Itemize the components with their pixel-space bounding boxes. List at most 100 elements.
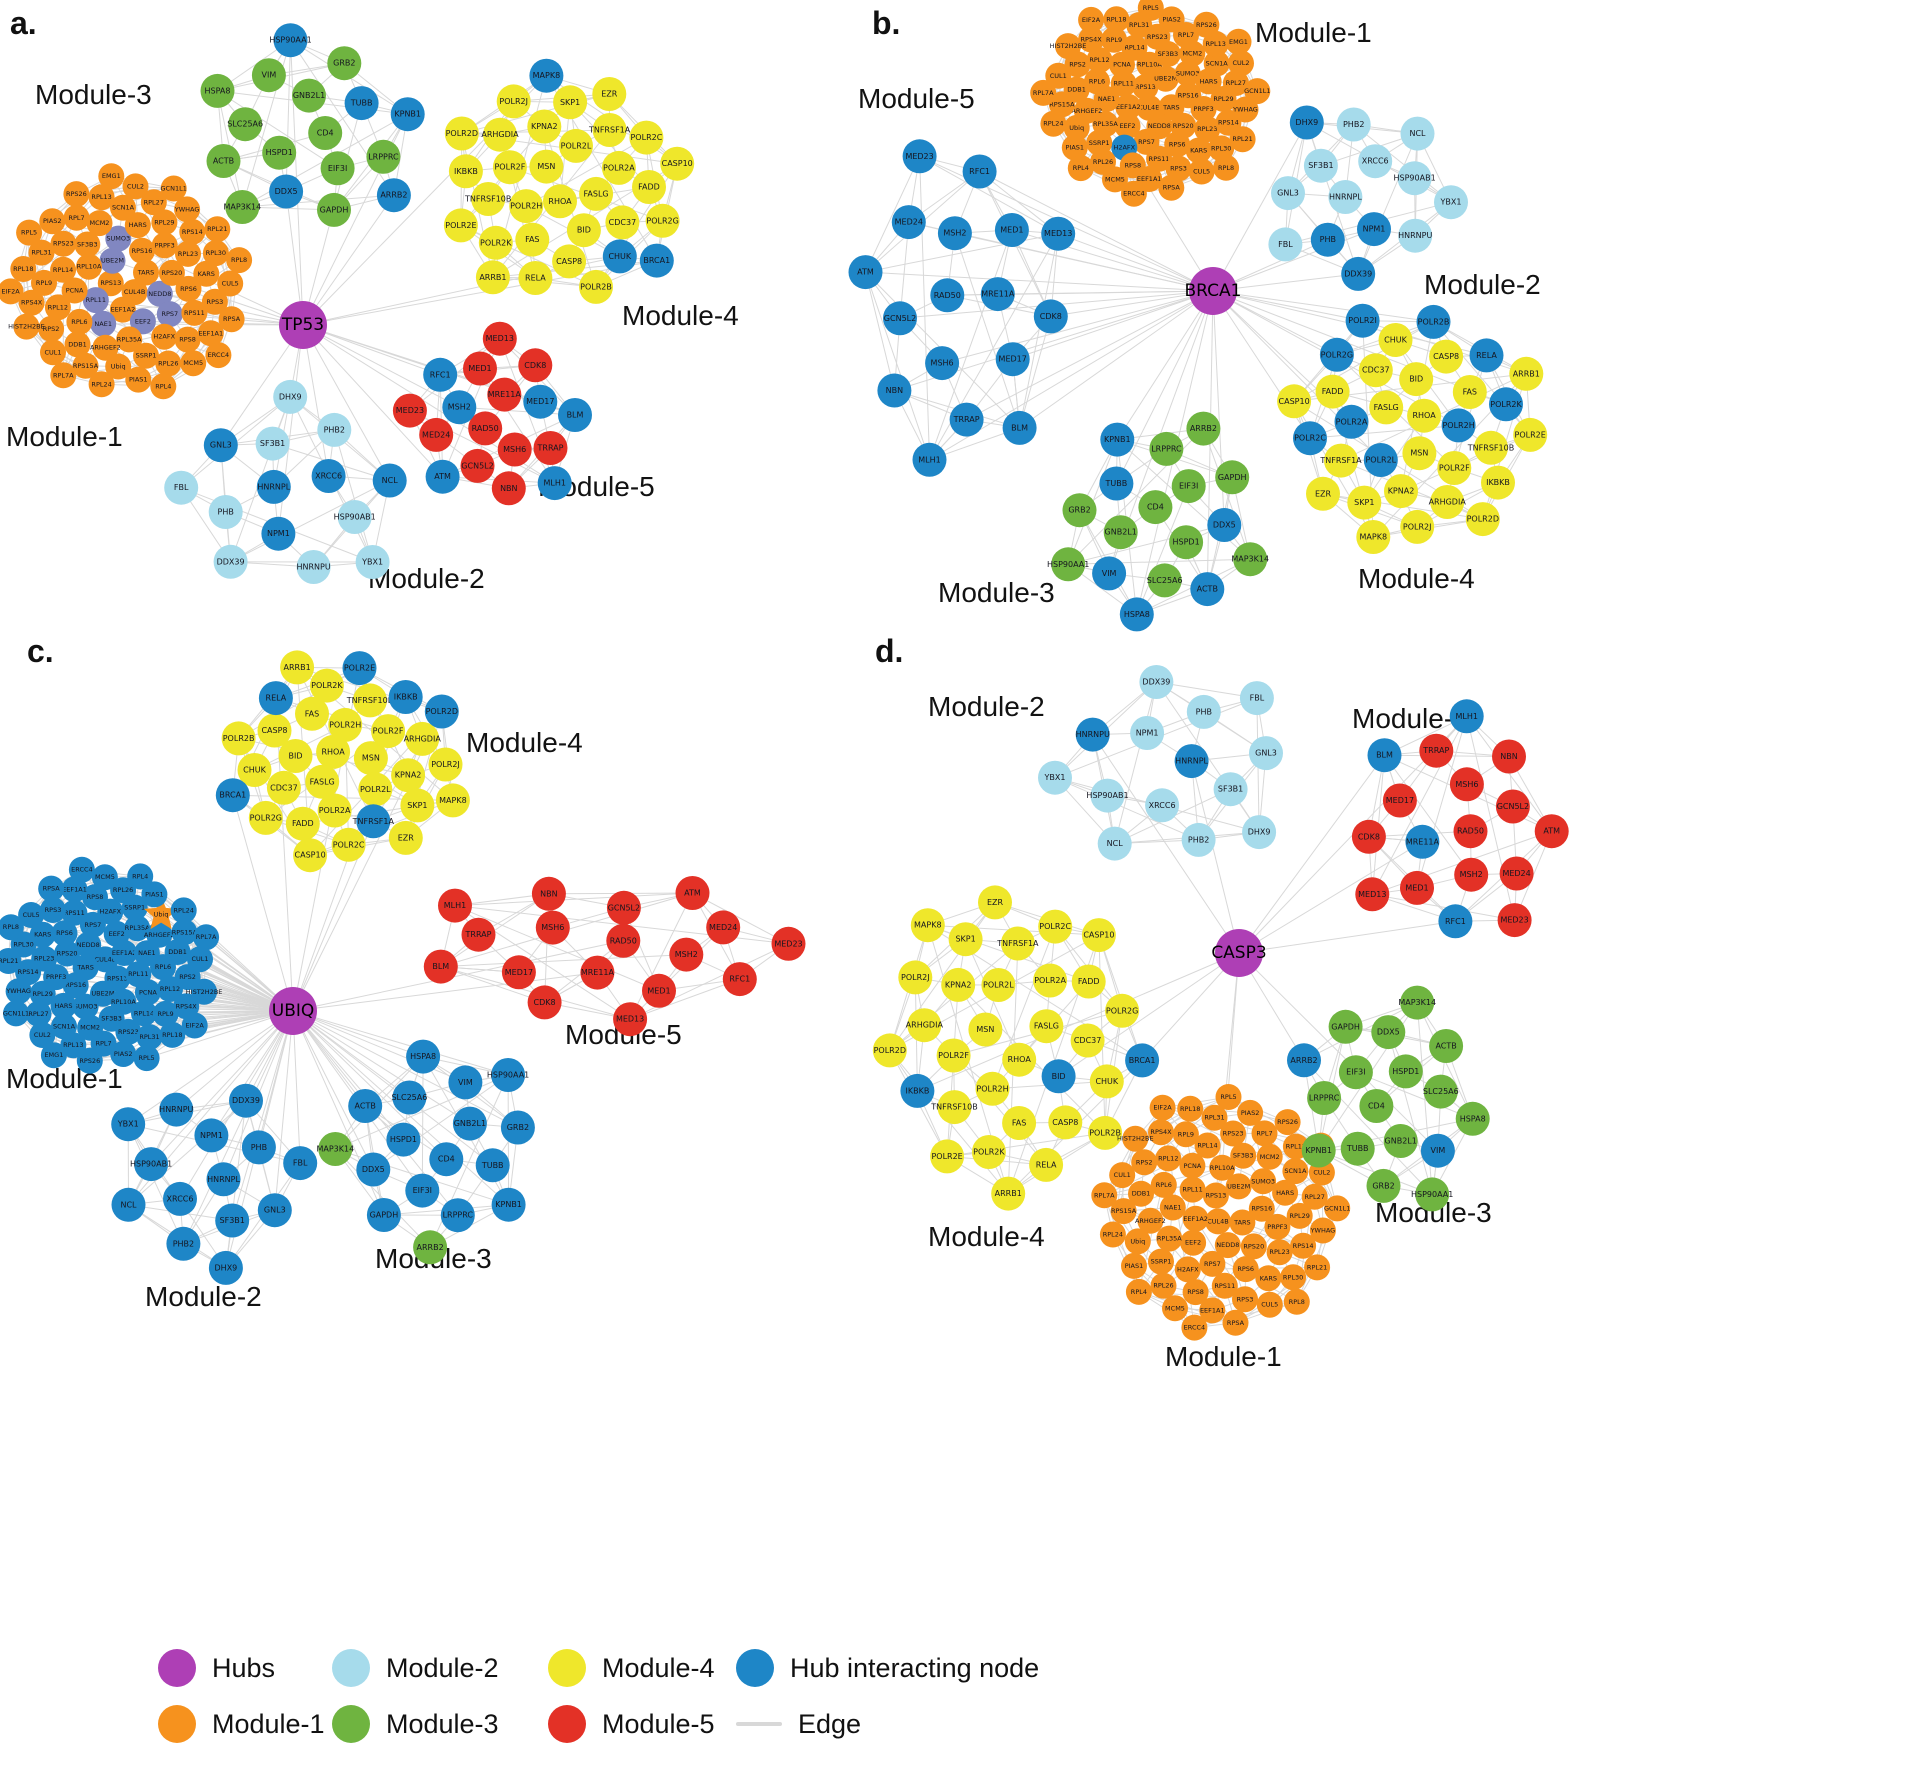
node-a-RPS8: RPS8 — [174, 326, 201, 353]
svg-text:KARS: KARS — [1260, 1274, 1277, 1282]
svg-text:RPS20: RPS20 — [1173, 122, 1194, 130]
node-b-CDC37: CDC37 — [1358, 353, 1393, 388]
node-a-SKP1: SKP1 — [553, 85, 588, 120]
svg-text:TARS: TARS — [1162, 103, 1180, 111]
node-c-PCNA: PCNA — [134, 979, 161, 1006]
node-d-MSN: MSN — [968, 1012, 1003, 1047]
node-c-GRB2: GRB2 — [500, 1110, 535, 1145]
node-c-MED23: MED23 — [771, 926, 806, 961]
svg-text:RPS2: RPS2 — [43, 325, 60, 333]
svg-text:ARHGDIA: ARHGDIA — [481, 130, 519, 139]
svg-text:RPS2: RPS2 — [1136, 1158, 1153, 1166]
svg-text:LRPPRC: LRPPRC — [1151, 444, 1182, 453]
svg-text:SKP1: SKP1 — [560, 98, 580, 107]
node-b-RPS13: RPS13 — [1132, 74, 1159, 101]
node-d-RPL10A: RPL10A — [1209, 1154, 1236, 1181]
node-c-GCN1L1: GCN1L1 — [3, 1000, 29, 1027]
svg-text:FADD: FADD — [1078, 977, 1100, 986]
node-b-MED13: MED13 — [1041, 216, 1076, 251]
svg-text:RPL30: RPL30 — [13, 941, 33, 949]
svg-text:IKBKB: IKBKB — [1486, 478, 1510, 487]
svg-text:SCN1A: SCN1A — [53, 1022, 76, 1030]
node-c-RHOA: RHOA — [316, 734, 351, 769]
node-c-MCM5: MCM5 — [91, 864, 118, 891]
svg-text:RPL35A: RPL35A — [1093, 120, 1118, 128]
svg-text:FAS: FAS — [1012, 1119, 1026, 1128]
node-c-KPNB1: KPNB1 — [491, 1187, 526, 1222]
node-c-HNRNPU: HNRNPU — [159, 1092, 194, 1127]
svg-text:ARHGDIA: ARHGDIA — [1429, 498, 1467, 507]
svg-text:RPL27: RPL27 — [1226, 79, 1246, 87]
svg-text:RPL8: RPL8 — [1289, 1298, 1305, 1306]
svg-text:POLR2D: POLR2D — [874, 1046, 906, 1055]
node-d-YBX1: YBX1 — [1038, 760, 1072, 795]
svg-text:TNFRSF1A: TNFRSF1A — [588, 126, 631, 135]
node-d-PHB2: PHB2 — [1181, 822, 1216, 857]
svg-text:CASP10: CASP10 — [1083, 931, 1114, 940]
svg-text:CHUK: CHUK — [243, 766, 266, 775]
node-a-POLR2F: POLR2F — [492, 150, 527, 185]
svg-text:RPL35A: RPL35A — [1157, 1235, 1182, 1243]
node-a-LRPPRC: LRPPRC — [366, 139, 401, 174]
node-a-RPS2: RPS2 — [38, 315, 65, 342]
node-d-BRCA1: BRCA1 — [1125, 1043, 1160, 1078]
svg-text:RPS26: RPS26 — [1196, 21, 1217, 29]
svg-text:MCM2: MCM2 — [90, 219, 110, 227]
node-a-MSH6: MSH6 — [497, 432, 532, 467]
svg-text:RPS15A: RPS15A — [1111, 1207, 1137, 1215]
svg-text:ARRB1: ARRB1 — [479, 273, 506, 282]
node-d-ACTB: ACTB — [1429, 1029, 1464, 1063]
node-a-HNRNPL: HNRNPL — [256, 469, 291, 504]
svg-text:HSPD1: HSPD1 — [390, 1135, 417, 1144]
node-d-RHOA: RHOA — [1002, 1042, 1037, 1077]
node-d-RPS16: RPS16 — [1248, 1195, 1275, 1222]
svg-text:RPL14: RPL14 — [1124, 44, 1144, 52]
node-a-EEF1A2: EEF1A2 — [109, 296, 136, 323]
svg-text:EZR: EZR — [601, 90, 618, 99]
node-b-ERCC4: ERCC4 — [1120, 180, 1147, 207]
svg-text:YWHAG: YWHAG — [174, 205, 200, 213]
svg-text:Ubiq: Ubiq — [1069, 124, 1084, 132]
node-a-HIST2H2BE: HIST2H2BE — [8, 313, 45, 340]
node-c-SKP1: SKP1 — [400, 788, 435, 823]
svg-text:H2AFX: H2AFX — [153, 333, 175, 341]
svg-text:FBL: FBL — [293, 1159, 308, 1168]
svg-text:EIF2A: EIF2A — [186, 1022, 205, 1030]
svg-text:RPL26: RPL26 — [158, 360, 178, 368]
svg-text:POLR2E: POLR2E — [445, 221, 476, 230]
node-a-RPS14: RPS14 — [179, 218, 206, 245]
node-c-RPS3: RPS3 — [40, 897, 66, 923]
svg-text:CDK8: CDK8 — [1358, 832, 1380, 841]
svg-text:TRRAP: TRRAP — [1422, 746, 1449, 755]
node-a-DHX9: DHX9 — [273, 379, 308, 414]
svg-text:HARS: HARS — [55, 1002, 73, 1010]
panel-letter-a: a. — [10, 5, 37, 41]
node-d-XRCC6: XRCC6 — [1145, 788, 1180, 823]
node-d-GCN5L2: GCN5L2 — [1495, 789, 1530, 824]
node-b-DDX5: DDX5 — [1207, 508, 1242, 542]
node-d-MRE11A: MRE11A — [1405, 824, 1440, 859]
node-d-TNFRSF10B: TNFRSF10B — [930, 1090, 978, 1125]
svg-text:PRPF3: PRPF3 — [155, 241, 175, 249]
svg-text:CUL1: CUL1 — [44, 348, 61, 356]
svg-text:GCN5L2: GCN5L2 — [1497, 802, 1529, 811]
node-c-RPL21: RPL21 — [0, 948, 22, 974]
node-b-CUL2: CUL2 — [1228, 50, 1254, 77]
hub-UBIQ: UBIQ — [269, 987, 317, 1035]
node-a-MCM5: MCM5 — [180, 350, 207, 377]
svg-text:PIAS2: PIAS2 — [1241, 1109, 1260, 1117]
svg-text:HARS: HARS — [1276, 1189, 1294, 1197]
svg-text:RPL24: RPL24 — [1103, 1231, 1123, 1239]
svg-text:CUL4B: CUL4B — [124, 288, 146, 296]
svg-text:YWHAG: YWHAG — [1232, 106, 1258, 114]
svg-text:RFC1: RFC1 — [969, 167, 990, 176]
node-b-MAP3K14: MAP3K14 — [1231, 542, 1269, 577]
svg-text:XRCC6: XRCC6 — [315, 472, 342, 481]
node-a-RPL10A: RPL10A — [76, 253, 102, 280]
svg-text:PRPF3: PRPF3 — [1267, 1223, 1287, 1231]
svg-text:MLH1: MLH1 — [918, 455, 940, 464]
svg-text:CDK8: CDK8 — [524, 361, 546, 370]
node-a-DDB1: DDB1 — [64, 331, 91, 358]
node-d-CDK8: CDK8 — [1351, 819, 1386, 854]
